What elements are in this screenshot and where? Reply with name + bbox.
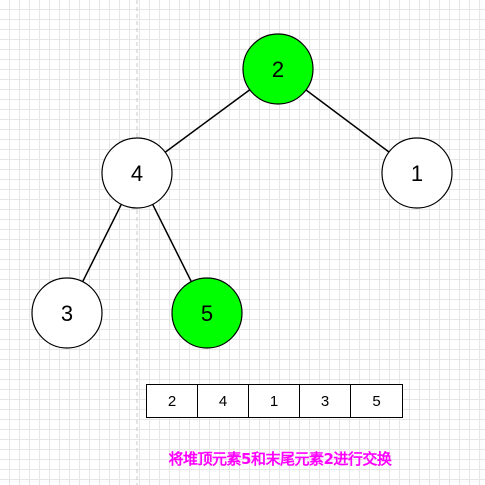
tree-edge: [305, 89, 390, 153]
node-value: 1: [411, 161, 423, 186]
tree-node-right: 1: [381, 137, 453, 209]
node-value: 3: [61, 301, 73, 326]
step-caption: 将堆顶元素5和末尾元素2进行交换: [168, 450, 392, 468]
tree-node-root: 2: [242, 33, 314, 105]
array-cell: 4: [198, 385, 249, 417]
node-value: 4: [131, 161, 143, 186]
array-cell: 3: [300, 385, 351, 417]
array-cell: 5: [351, 385, 402, 417]
array-cell: 1: [249, 385, 300, 417]
node-value: 5: [201, 301, 213, 326]
tree-edge: [151, 203, 193, 283]
node-circle: [242, 33, 314, 105]
node-circle: [171, 277, 243, 349]
tree-node-left-left: 3: [31, 277, 103, 349]
tree-node-left-right: 5: [171, 277, 243, 349]
array-cell: 2: [147, 385, 198, 417]
tree-edge: [81, 203, 123, 283]
node-value: 2: [272, 57, 284, 82]
tree-edge: [164, 89, 251, 153]
tree-node-left: 4: [101, 137, 173, 209]
node-circle: [381, 137, 453, 209]
node-circle: [101, 137, 173, 209]
node-circle: [31, 277, 103, 349]
heap-array: 2 4 1 3 5: [146, 384, 403, 418]
